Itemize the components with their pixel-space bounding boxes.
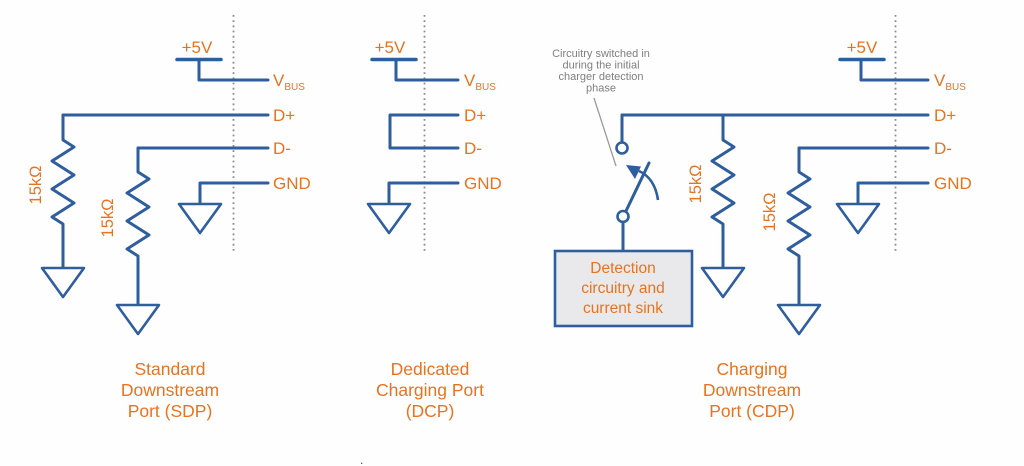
cdp-vbus-label: VBUS [934,71,966,93]
cdp-supply-label: +5V [847,38,878,57]
sdp-gnd-wire [198,181,270,206]
cdp-annotation: Circuitry switched in during the initial… [552,48,650,95]
annotation-leader-line [593,97,617,167]
cdp-resistor-dplus-label: 15kΩ [687,165,705,204]
sdp-caption-line1: Standard [134,359,205,379]
sdp-dplus-label: D+ [273,106,295,125]
cdp-gnd-wire [856,181,930,206]
cdp-gnd-label: GND [934,174,972,193]
sdp-resistor-dplus [50,113,76,270]
sdp-vbus-wire [197,58,270,82]
sdp-gnd-label: GND [273,174,311,193]
sdp-resistor-dminus [125,146,151,307]
dcp-caption-line2: Charging Port [376,380,484,400]
annotation-line2: during the initial [562,60,639,72]
sdp-ground-symbol-icon [177,202,223,235]
dcp-section: +5V VBUS D+ D- GND Dedicated Charging Po… [366,15,502,421]
dcp-gnd-label: GND [464,174,502,193]
vbus-sub: BUS [475,82,496,93]
dcp-supply-label: +5V [375,38,406,57]
vbus-sub: BUS [284,82,305,93]
switch-close-arrowhead-icon [626,165,641,179]
dcp-vbus-label: VBUS [464,71,496,93]
switch-close-arrow-arc-icon [638,169,660,201]
cdp-caption-line3: Port (CDP) [709,401,795,421]
cdp-dplus-label: D+ [934,106,956,125]
dcp-caption-line1: Dedicated [391,359,470,379]
sdp-ground-symbol-icon [40,266,86,299]
cdp-ground-symbol-icon [835,202,881,235]
detection-box-line1: Detection [590,260,655,277]
dcp-caption-line3: (DCP) [406,401,455,421]
sdp-ground-symbol-icon [115,303,161,336]
cdp-vbus-wire [859,58,930,82]
cdp-ground-symbol-icon [776,303,822,336]
dcp-gnd-wire [387,181,460,206]
annotation-line4: phase [586,83,616,95]
dcp-dplus-dminus-short-wire [388,113,460,150]
vbus-main: V [934,71,946,90]
cdp-resistor-dplus [710,113,736,270]
sdp-caption: Standard Downstream Port (SDP) [121,359,219,421]
cdp-detection-switch [615,113,660,253]
sdp-resistor-dminus-label: 15kΩ [99,199,117,238]
sdp-supply-label: +5V [182,38,213,57]
sdp-caption-line3: Port (SDP) [128,401,213,421]
stray-period-mark: . [360,453,363,466]
dcp-ground-symbol-icon [366,202,412,235]
cdp-section: +5V VBUS D+ D- GND Circuitry switched in… [552,15,972,421]
sdp-resistor-dplus-label: 15kΩ [27,166,45,205]
cdp-caption: Charging Downstream Port (CDP) [703,359,801,421]
sdp-caption-line2: Downstream [121,380,219,400]
cdp-ground-symbol-icon [700,266,746,299]
cdp-dminus-label: D- [934,139,952,158]
vbus-main: V [273,71,285,90]
sdp-section: +5V VBUS D+ D- GND 15kΩ 15kΩ Standard Do… [27,15,311,421]
sdp-vbus-label: VBUS [273,71,305,93]
detection-circuitry-box: Detection circuitry and current sink [553,249,694,328]
cdp-resistor-dminus-label: 15kΩ [761,193,779,232]
switch-arm-icon [624,161,651,213]
dcp-vbus-wire [394,58,460,82]
dcp-caption: Dedicated Charging Port (DCP) [376,359,484,421]
detection-box-rect [553,249,694,328]
cdp-caption-line2: Downstream [703,380,801,400]
vbus-main: V [464,71,476,90]
detection-box-line2: circuitry and [581,280,665,297]
sdp-dminus-label: D- [273,139,291,158]
dcp-dminus-label: D- [464,139,482,158]
annotation-line1: Circuitry switched in [552,48,650,60]
detection-box-line3: current sink [583,300,663,317]
cdp-resistor-dminus [786,146,812,307]
annotation-line3: charger detection [559,71,644,83]
dcp-dplus-label: D+ [464,106,486,125]
switch-lower-contact-icon [616,209,630,224]
cdp-caption-line1: Charging [716,359,787,379]
switch-upper-contact-icon [615,141,629,155]
vbus-sub: BUS [945,82,966,93]
